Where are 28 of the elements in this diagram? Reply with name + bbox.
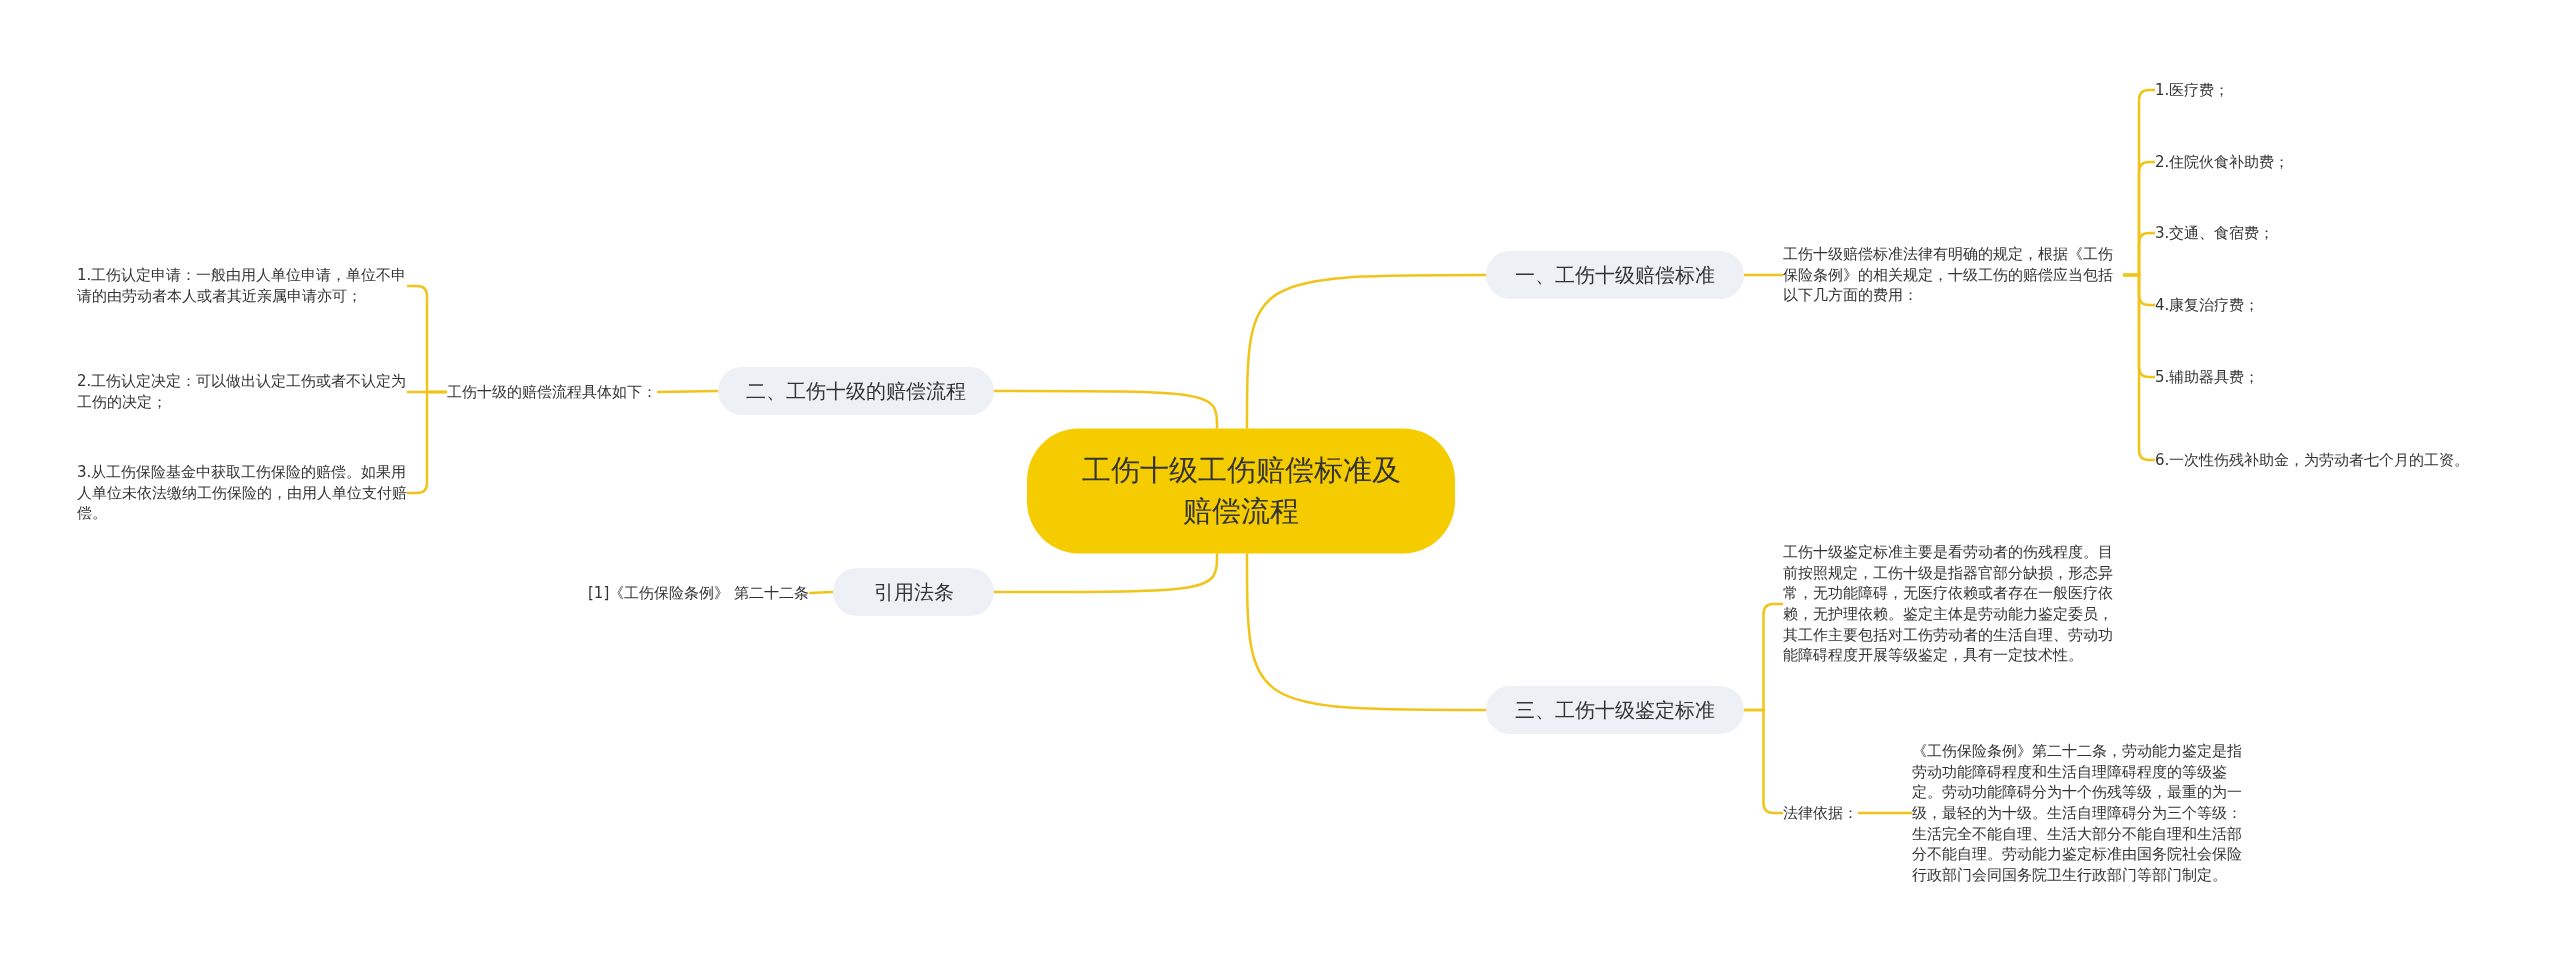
- connector-line: [808, 590, 834, 595]
- topic-text: 工伤十级鉴定标准主要是看劳动者的伤残程度。目前按照规定，工伤十级是指器官部分缺损，形态异常，无功能障碍，无医疗依赖或者存在一般医疗依赖，无护理依赖。鉴定主体是劳动能力鉴定委员，其工作主要包括对工伤劳动者的生活自理、劳动功能障碍程度开展等级鉴定，具有一定技术性。: [1783, 541, 2113, 667]
- topic-text: 5.辅助器具费；: [2155, 366, 2495, 388]
- topic-text: 3.交通、食宿费；: [2155, 222, 2495, 244]
- topic-text: 1.工伤认定申请：一般由用人单位申请，单位不申请的由劳动者本人或者其近亲属申请亦可；: [77, 265, 407, 307]
- branch-topic: 二、工伤十级的赔偿流程: [718, 367, 994, 415]
- topic-text: 3.从工伤保险基金中获取工伤保险的赔偿。如果用人单位未依法缴纳工伤保险的，由用人单位支付赔偿。: [77, 461, 407, 525]
- connector-line: [994, 389, 1219, 429]
- connector-line: [994, 553, 1219, 594]
- topic-text: 4.康复治疗费；: [2155, 294, 2495, 316]
- branch-topic: 三、工伤十级鉴定标准: [1486, 686, 1744, 734]
- connector-line: [656, 389, 719, 394]
- connector-line: [1744, 273, 1783, 277]
- topic-text: 工伤十级赔偿标准法律有明确的规定，根据《工伤保险条例》的相关规定，十级工伤的赔偿应当包括以下几方面的费用：: [1783, 243, 2123, 307]
- connector-line: [1245, 273, 1486, 429]
- topic-text: 《工伤保险条例》第二十二条，劳动能力鉴定是指劳动功能障碍程度和生活自理障碍程度的等级鉴定。劳动功能障碍分为十个伤残等级，最重的为一级，最轻的为十级。生活自理障碍分为三个等级：生活完全不能自理、生活大部分不能自理和生活部分不能自理。劳动能力鉴定标准由国务院社会保险行政部门会同国务院卫生行政部门等部门制定。: [1912, 740, 2242, 886]
- topic-text: 法律依据：: [1783, 802, 1858, 824]
- branch-topic: 一、工伤十级赔偿标准: [1486, 251, 1744, 299]
- topic-text: [1]《工伤保险条例》 第二十二条: [588, 582, 809, 604]
- connector-line: [1858, 811, 1912, 815]
- topic-text: 2.工伤认定决定：可以做出认定工伤或者不认定为工伤的决定；: [77, 371, 407, 413]
- topic-text: 6.一次性伤残补助金，为劳动者七个月的工资。: [2155, 449, 2473, 471]
- topic-text: 2.住院伙食补助费；: [2155, 151, 2495, 173]
- topic-text: 1.医疗费；: [2155, 79, 2495, 101]
- topic-text: 工伤十级的赔偿流程具体如下：: [447, 381, 657, 403]
- central-topic: 工伤十级工伤赔偿标准及赔偿流程: [1027, 428, 1455, 554]
- branch-topic: 引用法条: [833, 568, 994, 616]
- connector-line: [1245, 553, 1486, 712]
